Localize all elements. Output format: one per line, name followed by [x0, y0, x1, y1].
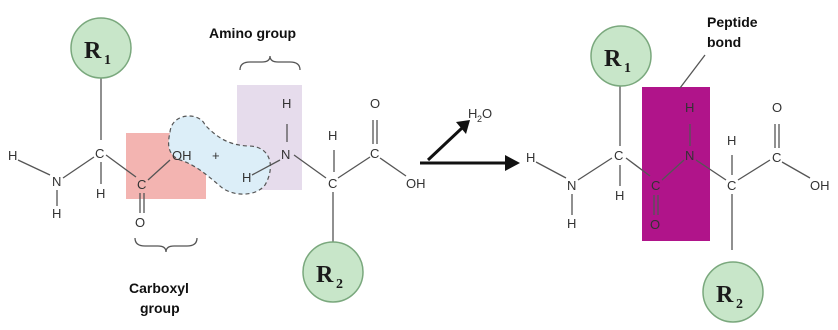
svg-text:C: C: [651, 178, 660, 193]
r2-subscript-left: 2: [336, 277, 343, 292]
svg-text:H: H: [8, 148, 17, 163]
svg-text:H: H: [328, 128, 337, 143]
r2-group-left: R 2: [302, 241, 364, 303]
carboxyl-group-label-line1: Carboxyl: [129, 280, 189, 296]
svg-text:N: N: [685, 148, 694, 163]
svg-text:C: C: [137, 177, 146, 192]
svg-text:N: N: [567, 178, 576, 193]
svg-text:H: H: [526, 150, 535, 165]
svg-text:O: O: [772, 100, 782, 115]
r2-label-left: R: [316, 262, 334, 288]
water-outline: [167, 115, 271, 195]
r1-group-left: R 1: [70, 17, 132, 140]
curly-brace-icon: [239, 55, 301, 71]
svg-text:C: C: [727, 178, 736, 193]
svg-text:H: H: [468, 106, 477, 121]
svg-text:C: C: [772, 150, 781, 165]
reaction-arrow-icon: [420, 155, 520, 171]
svg-text:H: H: [685, 100, 694, 115]
svg-text:O: O: [650, 217, 660, 232]
svg-text:H: H: [96, 186, 105, 201]
svg-text:O: O: [135, 215, 145, 230]
r2-group-right: R 2: [702, 261, 764, 323]
plus-sign: +: [212, 148, 220, 163]
peptide-bond-pointer: [679, 54, 706, 89]
svg-text:H: H: [615, 188, 624, 203]
curly-brace-icon: [134, 237, 198, 253]
svg-text:OH: OH: [406, 176, 426, 191]
svg-text:N: N: [52, 174, 61, 189]
svg-text:C: C: [614, 148, 623, 163]
svg-text:OH: OH: [172, 148, 192, 163]
r1-label-right: R: [604, 46, 622, 72]
svg-text:C: C: [370, 146, 379, 161]
r1-subscript-right: 1: [624, 61, 631, 76]
amino-acid-2: H N H C H C O OH: [242, 96, 426, 248]
svg-text:C: C: [95, 146, 104, 161]
svg-text:O: O: [482, 106, 492, 121]
r1-label-left: R: [84, 38, 102, 64]
water-release-arrow-icon: [426, 120, 470, 162]
svg-text:H: H: [52, 206, 61, 221]
r1-subscript-left: 1: [104, 53, 111, 68]
amino-acid-1: H N H C H C O OH: [8, 146, 192, 230]
water-label: H 2 O: [468, 106, 492, 124]
carboxyl-group-label-line2: group: [140, 300, 180, 316]
peptide-bond-highlight: [642, 87, 710, 241]
svg-text:2: 2: [477, 114, 482, 124]
svg-text:O: O: [370, 96, 380, 111]
peptide-bond-label-line1: Peptide: [707, 14, 758, 30]
amino-group-label: Amino group: [209, 25, 296, 41]
r2-label-right: R: [716, 282, 734, 308]
r1-group-right: R 1: [590, 25, 652, 146]
svg-text:H: H: [567, 216, 576, 231]
peptide-bond-label-line2: bond: [707, 34, 741, 50]
svg-text:H: H: [242, 170, 251, 185]
dipeptide: H N H C H C O N H C H C O OH: [526, 100, 830, 250]
r2-subscript-right: 2: [736, 297, 743, 312]
svg-text:H: H: [727, 133, 736, 148]
svg-text:OH: OH: [810, 178, 830, 193]
svg-text:N: N: [281, 147, 290, 162]
svg-text:C: C: [328, 176, 337, 191]
svg-text:H: H: [282, 96, 291, 111]
